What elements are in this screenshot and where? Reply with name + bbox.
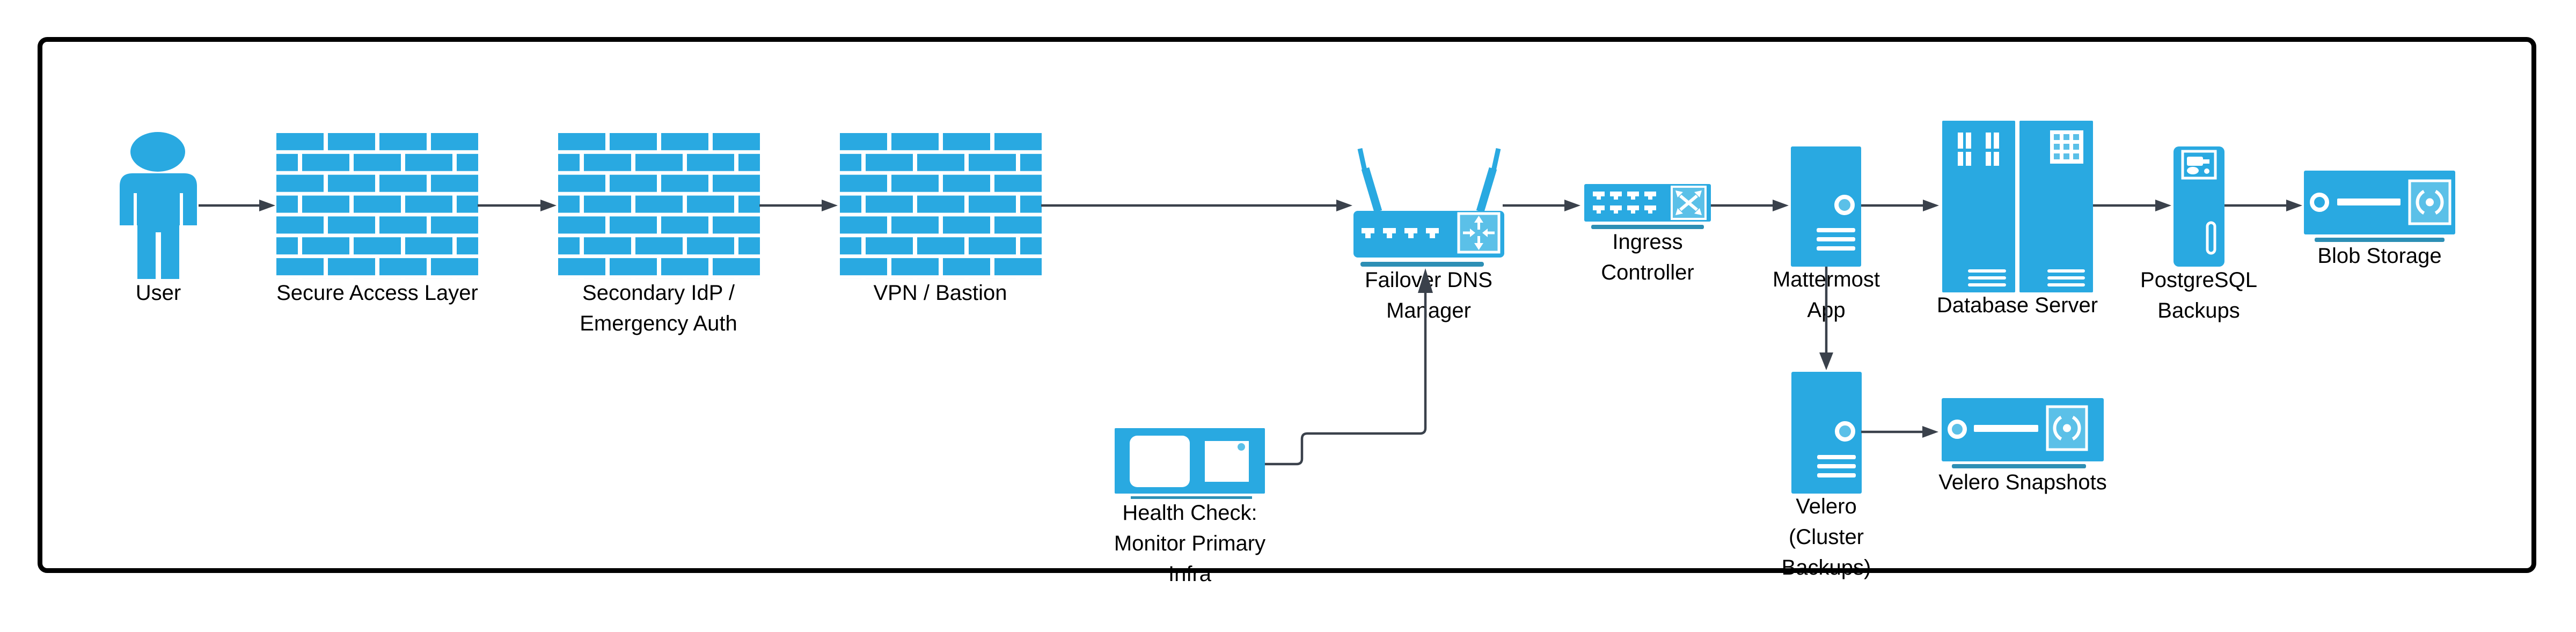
node-label-user: User: [135, 281, 181, 305]
node-label-pg-backups: PostgreSQL Backups: [2140, 268, 2257, 322]
tower-server-icon: [1791, 146, 1861, 267]
backup-tower-icon: [2174, 146, 2224, 267]
tower-server-icon: [1791, 372, 1862, 494]
node-label-ingress: Ingress Controller: [1601, 230, 1694, 284]
node-label-secondary-idp: Secondary IdP / Emergency Auth: [580, 281, 737, 335]
wireless-router-icon: [1353, 148, 1504, 267]
disk-storage-icon: [1942, 398, 2104, 468]
node-label-database: Database Server: [1936, 293, 2098, 317]
firewall-brick-wall-icon: [276, 133, 478, 279]
node-label-secure-access: Secure Access Layer: [276, 281, 478, 305]
server-rack-icon: [1942, 121, 2093, 292]
node-label-health-check: Health Check: Monitor Primary Infra: [1114, 501, 1266, 586]
node-label-blob: Blob Storage: [2317, 244, 2442, 268]
disk-storage-icon: [2304, 171, 2455, 242]
person-icon: [120, 132, 197, 279]
firewall-brick-wall-icon: [558, 133, 760, 279]
firewall-brick-wall-icon: [840, 133, 1042, 279]
node-label-velero-snapshots: Velero Snapshots: [1938, 471, 2107, 494]
node-label-vpn-bastion: VPN / Bastion: [873, 281, 1007, 305]
monitor-display-icon: [1115, 428, 1265, 499]
node-label-velero: Velero (Cluster Backups): [1781, 495, 1871, 579]
network-switch-icon: [1584, 184, 1711, 229]
